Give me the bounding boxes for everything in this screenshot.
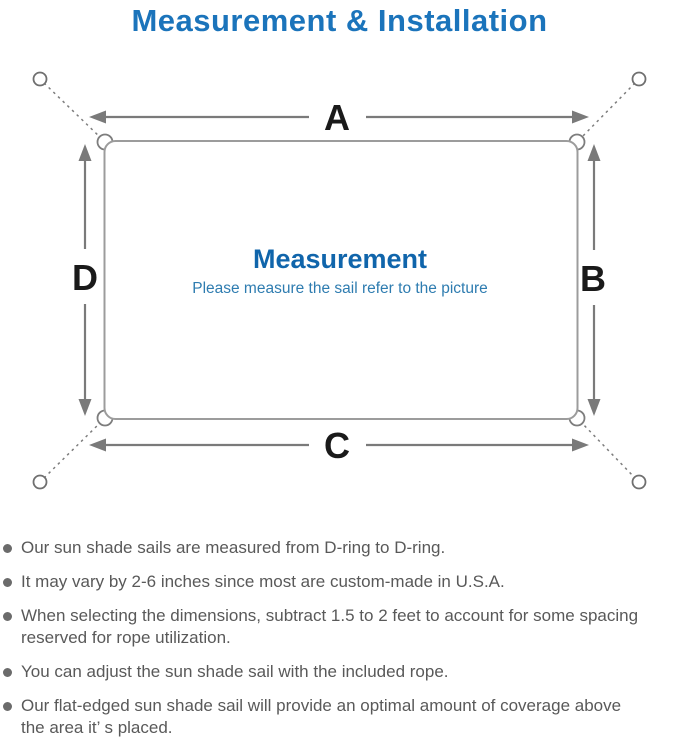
arrowhead-up-icon xyxy=(78,144,92,161)
dimension-label-a: A xyxy=(324,97,350,138)
arrowhead-right-icon xyxy=(572,110,589,124)
arrowhead-down-icon xyxy=(587,399,601,416)
bullet-icon xyxy=(3,702,12,711)
arrowhead-left-icon xyxy=(89,110,106,124)
list-item: Our flat-edged sun shade sail will provi… xyxy=(3,695,677,739)
sail-measurement-diagram: A C D B Measurement Please measure the s… xyxy=(32,71,647,490)
list-item: It may vary by 2-6 inches since most are… xyxy=(3,571,677,593)
tether-line-bottom-left xyxy=(43,420,103,479)
dimension-d xyxy=(78,144,92,416)
bullet-icon xyxy=(3,544,12,553)
anchor-ring-icon-bottom-right xyxy=(631,474,647,490)
dimension-label-c: C xyxy=(324,425,350,466)
anchor-rings xyxy=(32,71,647,490)
list-item: Our sun shade sails are measured from D-… xyxy=(3,537,677,559)
list-item: When selecting the dimensions, subtract … xyxy=(3,605,677,649)
dimension-a xyxy=(89,110,589,124)
measurement-subheading: Please measure the sail refer to the pic… xyxy=(192,280,488,297)
bullet-icon xyxy=(3,612,12,621)
anchor-ring-icon-top-left xyxy=(32,71,48,87)
note-text: It may vary by 2-6 inches since most are… xyxy=(21,572,505,591)
arrowhead-down-icon xyxy=(78,399,92,416)
bullet-icon xyxy=(3,668,12,677)
measurement-heading: Measurement xyxy=(253,244,427,274)
dimension-label-b: B xyxy=(580,258,606,299)
dimension-c xyxy=(89,438,589,452)
anchor-ring-icon-bottom-left xyxy=(32,474,48,490)
note-text: Our flat-edged sun shade sail will provi… xyxy=(21,696,622,737)
note-text: You can adjust the sun shade sail with t… xyxy=(21,662,449,681)
note-text: Our sun shade sails are measured from D-… xyxy=(21,538,446,557)
arrowhead-left-icon xyxy=(89,438,106,452)
notes-list: Our sun shade sails are measured from D-… xyxy=(3,537,677,751)
tether-line-bottom-right xyxy=(579,420,636,479)
note-text: When selecting the dimensions, subtract … xyxy=(21,606,639,647)
dimension-label-d: D xyxy=(72,257,98,298)
list-item: You can adjust the sun shade sail with t… xyxy=(3,661,677,683)
tether-lines xyxy=(43,82,636,479)
bullet-icon xyxy=(3,578,12,587)
dimension-b xyxy=(587,144,601,416)
tether-line-top-right xyxy=(579,82,636,140)
arrowhead-up-icon xyxy=(587,144,601,161)
anchor-ring-icon-top-right xyxy=(631,71,647,87)
arrowhead-right-icon xyxy=(572,438,589,452)
sail-outline xyxy=(103,140,579,420)
corner-d-rings xyxy=(96,133,586,427)
tether-line-top-left xyxy=(43,82,103,140)
page-title: Measurement & Installation xyxy=(131,3,548,38)
